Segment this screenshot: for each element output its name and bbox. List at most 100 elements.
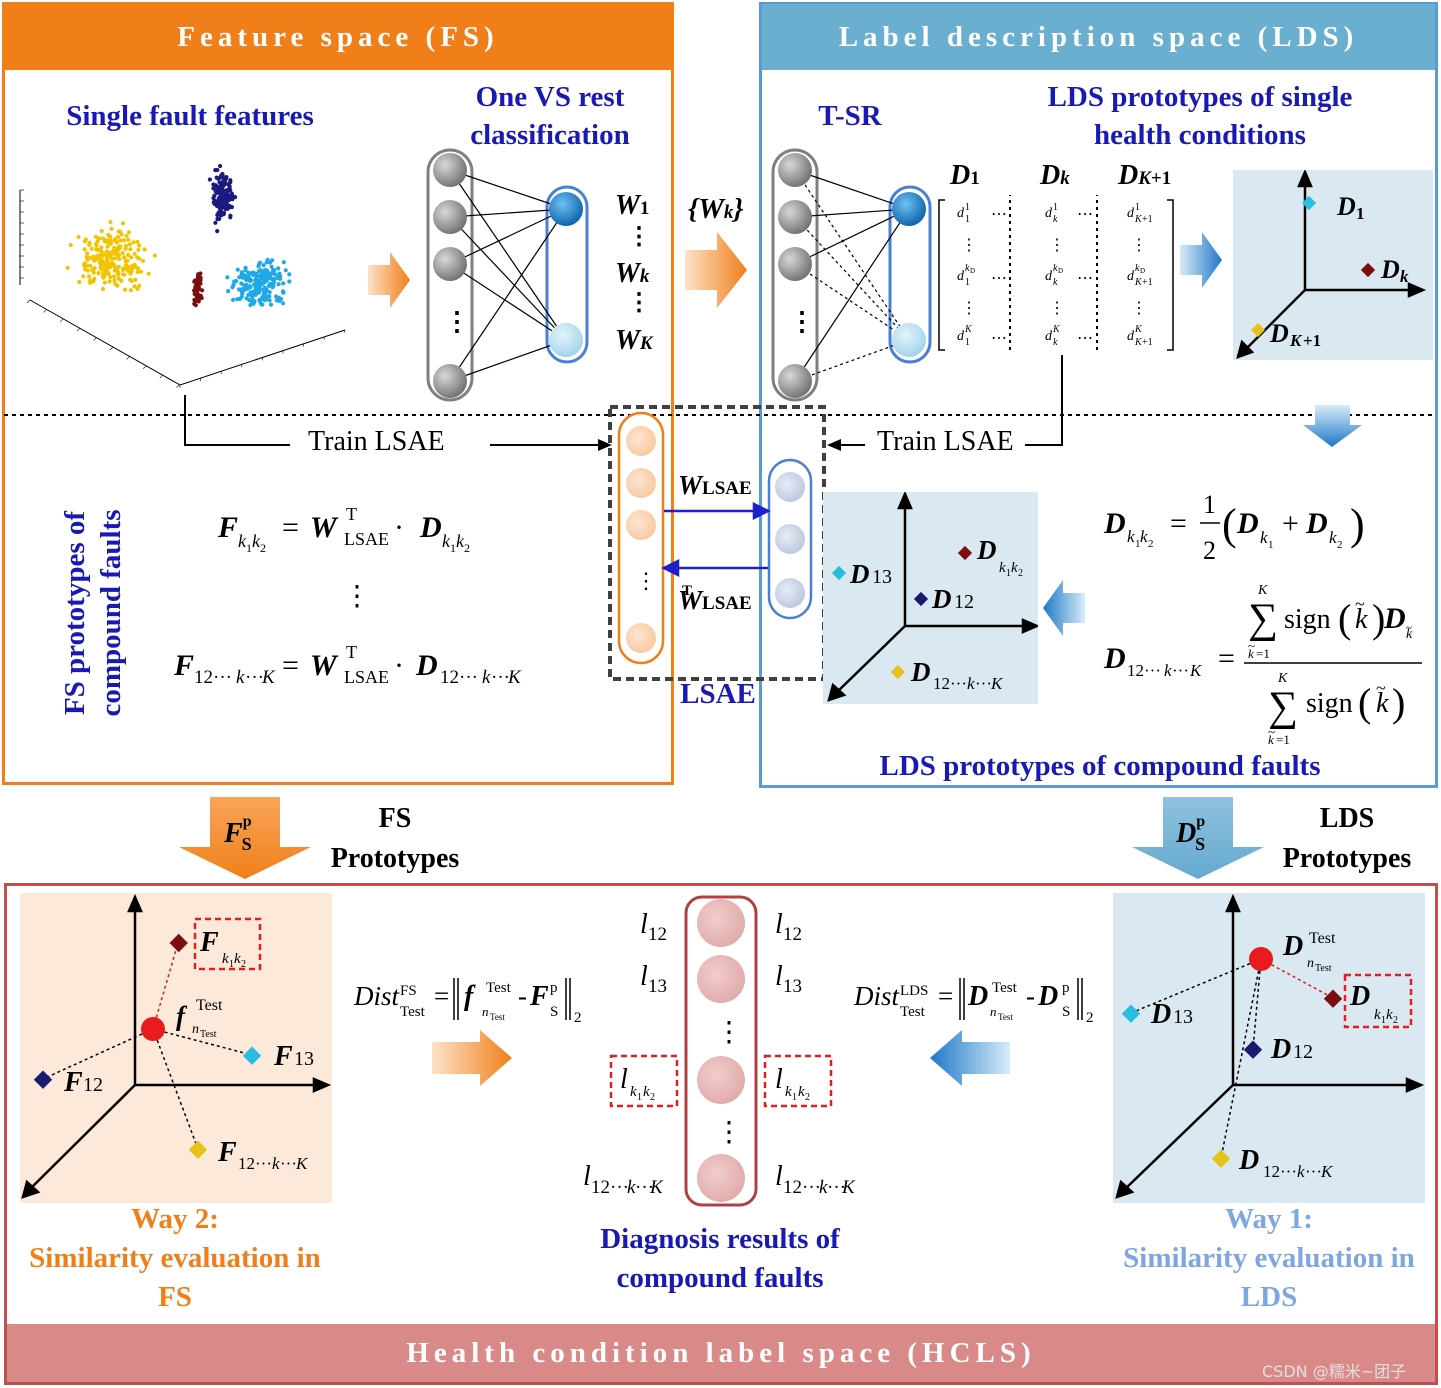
single-fault-features-title: Single fault features [66, 100, 314, 132]
svg-text:K: K [261, 667, 276, 688]
svg-text:n: n [1307, 956, 1314, 971]
scatter-point [261, 276, 266, 282]
scatter-point [280, 289, 286, 294]
svg-text:1: 1 [965, 277, 970, 288]
scatter-point [216, 176, 221, 181]
svg-text:~: ~ [1406, 622, 1412, 634]
scatter-point [122, 272, 127, 277]
svg-text:F: F [529, 981, 549, 1012]
scatter-point [242, 283, 247, 288]
svg-text:⋮: ⋮ [715, 1017, 743, 1048]
svg-text:∑: ∑ [1248, 596, 1278, 642]
svg-text:K: K [295, 1154, 309, 1173]
scatter-point [112, 268, 117, 273]
scatter-point [258, 299, 263, 304]
lds-panel [759, 2, 1438, 788]
svg-text:13: 13 [783, 976, 802, 997]
svg-text:T: T [346, 504, 357, 524]
scatter-point [198, 271, 203, 276]
svg-text:13: 13 [872, 566, 892, 588]
scatter-point [198, 295, 203, 300]
scatter-point [112, 256, 117, 261]
scatter-point [137, 243, 142, 248]
scatter-point [235, 267, 240, 272]
svg-text:p: p [550, 980, 558, 996]
svg-text:Test: Test [900, 1004, 926, 1020]
way1-label: Way 1: Similarity evaluation in LDS [1100, 1200, 1438, 1317]
scatter-point [112, 278, 117, 283]
svg-text:l: l [640, 961, 648, 992]
scatter-point [260, 302, 265, 307]
svg-text:k: k [630, 1084, 637, 1100]
svg-text:F: F [273, 1041, 293, 1072]
scatter-point [126, 237, 131, 242]
scatter-point [225, 205, 230, 210]
svg-text:sign: sign [1306, 688, 1353, 719]
svg-text:2: 2 [241, 959, 246, 970]
scatter-point [267, 290, 272, 295]
svg-text:-: - [518, 981, 527, 1011]
scatter-point [264, 260, 269, 265]
feature-space-panel [2, 2, 674, 785]
fs-title-banner: Feature space (FS) [4, 4, 672, 70]
svg-text:k: k [1260, 528, 1268, 547]
svg-text:D: D [970, 267, 975, 275]
svg-text:···: ··· [975, 674, 992, 693]
svg-text:k: k [1053, 337, 1058, 348]
scatter-point [256, 290, 262, 295]
svg-text:K: K [964, 324, 973, 335]
scatter-point [250, 290, 255, 295]
scatter-point [212, 193, 217, 198]
scatter-point [278, 273, 283, 279]
svg-text:(: ( [1222, 500, 1237, 549]
scatter-point [124, 258, 129, 263]
svg-text:d: d [957, 329, 965, 344]
scatter-point [255, 273, 260, 278]
scatter-point [112, 274, 117, 279]
scatter-point [93, 234, 98, 239]
svg-text:D: D [1269, 319, 1289, 348]
svg-text:Test: Test [490, 1012, 505, 1022]
svg-text:Test: Test [998, 1012, 1013, 1022]
svg-text:⋮: ⋮ [961, 237, 977, 254]
lds-prototype-symbol: DpS [1176, 812, 1206, 854]
svg-text:=: = [1218, 642, 1235, 675]
scatter-point [228, 178, 233, 183]
scatter-point [110, 262, 115, 267]
way2-line2: Similarity evaluation in [29, 1242, 321, 1274]
svg-text:13: 13 [1173, 1006, 1193, 1028]
scatter-point [264, 269, 269, 274]
scatter-point [102, 273, 107, 278]
svg-text:D: D [1103, 642, 1126, 675]
svg-text:K: K [1189, 661, 1203, 680]
svg-text:LSAE: LSAE [344, 529, 389, 549]
svg-text:Test: Test [1315, 963, 1332, 974]
single-fault-scatter-plot [19, 163, 346, 388]
fs-prototypes-label: FS Prototypes [310, 799, 480, 879]
scatter-axis-tick [59, 318, 64, 323]
svg-text:···: ··· [280, 1154, 297, 1173]
svg-text:S: S [1062, 1004, 1070, 1020]
scatter-point [226, 193, 231, 198]
svg-text:12···: 12··· [238, 1154, 272, 1173]
matrix-header-d1: D1 [950, 160, 980, 191]
svg-text:⋮: ⋮ [1049, 300, 1065, 317]
svg-text:k: k [1140, 527, 1148, 546]
svg-text:12···: 12··· [591, 1177, 629, 1198]
svg-text:D: D [1349, 981, 1370, 1012]
svg-text:K: K [507, 667, 522, 688]
svg-text:13: 13 [294, 1048, 314, 1070]
wk-set-label: {Wk} [688, 193, 744, 225]
svg-text:k: k [1053, 263, 1058, 274]
svg-text:D: D [976, 535, 997, 565]
svg-text:k: k [1355, 604, 1368, 635]
weight-wk: Wk [615, 258, 650, 289]
scatter-point [229, 191, 235, 196]
scatter-point [211, 186, 216, 191]
scatter-point [200, 288, 205, 293]
svg-text:12: 12 [83, 1074, 103, 1096]
scatter-point [244, 276, 249, 281]
scatter-point [85, 257, 90, 262]
svg-text:12···: 12··· [194, 667, 232, 688]
scatter-point [215, 216, 220, 222]
